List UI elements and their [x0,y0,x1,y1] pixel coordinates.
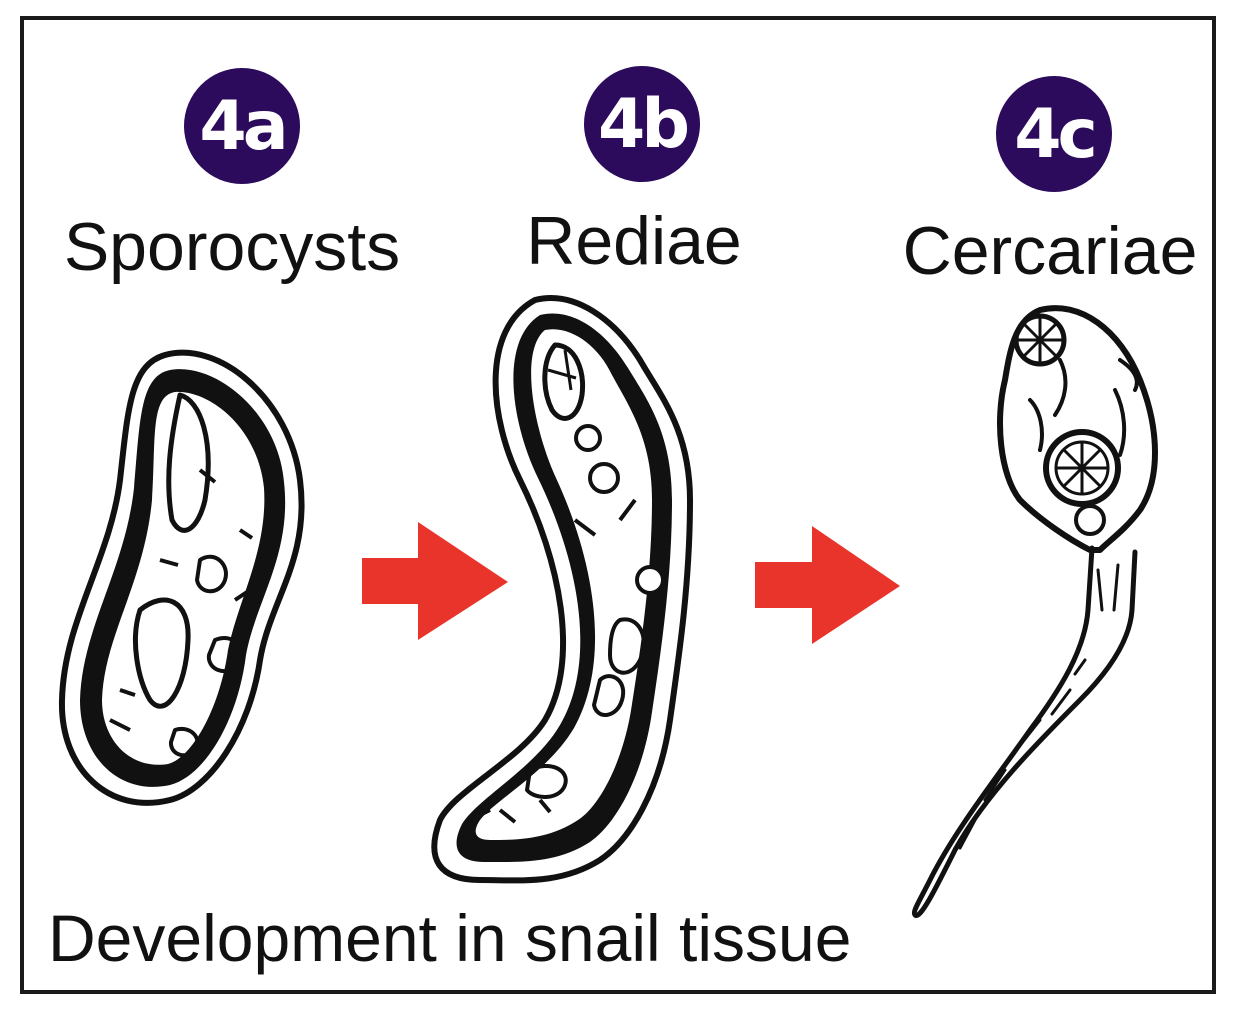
stage-label-rediae: Rediae [526,203,742,279]
redia-illustration [431,295,693,884]
stage-label-cercariae: Cercariae [902,213,1198,289]
diagram-caption: Development in snail tissue [48,901,852,975]
arrow-right-icon [362,522,508,640]
arrow-right-icon [755,526,900,644]
stage-badge-4a: 4a [184,68,300,184]
stage-label-sporocysts: Sporocysts [63,209,401,285]
sporocyst-illustration [58,349,305,806]
cercaria-illustration [911,305,1158,918]
stage-badge-4b: 4b [584,66,700,182]
stage-badge-4c: 4c [996,76,1112,192]
